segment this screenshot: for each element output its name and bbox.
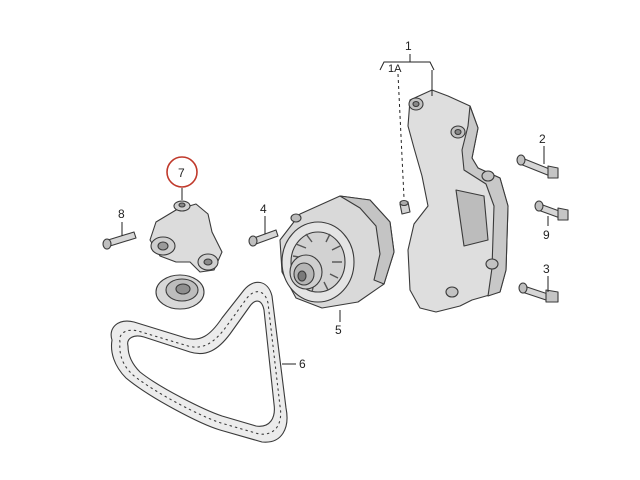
mounting-bracket [407, 89, 509, 313]
belt-tensioner [149, 200, 223, 310]
callout-4: 4 [260, 202, 267, 216]
ribbed-belt [110, 281, 288, 443]
alternator [279, 195, 395, 309]
sleeve-1a [399, 199, 411, 215]
callout-7: 7 [178, 166, 185, 180]
callout-1: 1 [405, 39, 412, 53]
callout-2: 2 [539, 132, 546, 146]
callout-1a: 1A [388, 63, 402, 75]
bolt-2 [516, 154, 559, 179]
callout-9: 9 [543, 228, 550, 242]
callout-3: 3 [543, 262, 550, 276]
callout-6: 6 [299, 357, 306, 371]
leader-lines [121, 54, 549, 365]
bolt-3 [518, 282, 559, 303]
callout-8: 8 [118, 207, 125, 221]
highlight-circle [166, 156, 198, 188]
callout-5: 5 [335, 323, 342, 337]
bolt-4 [248, 229, 279, 247]
bolt-9 [534, 200, 569, 221]
bolt-8 [102, 231, 137, 250]
